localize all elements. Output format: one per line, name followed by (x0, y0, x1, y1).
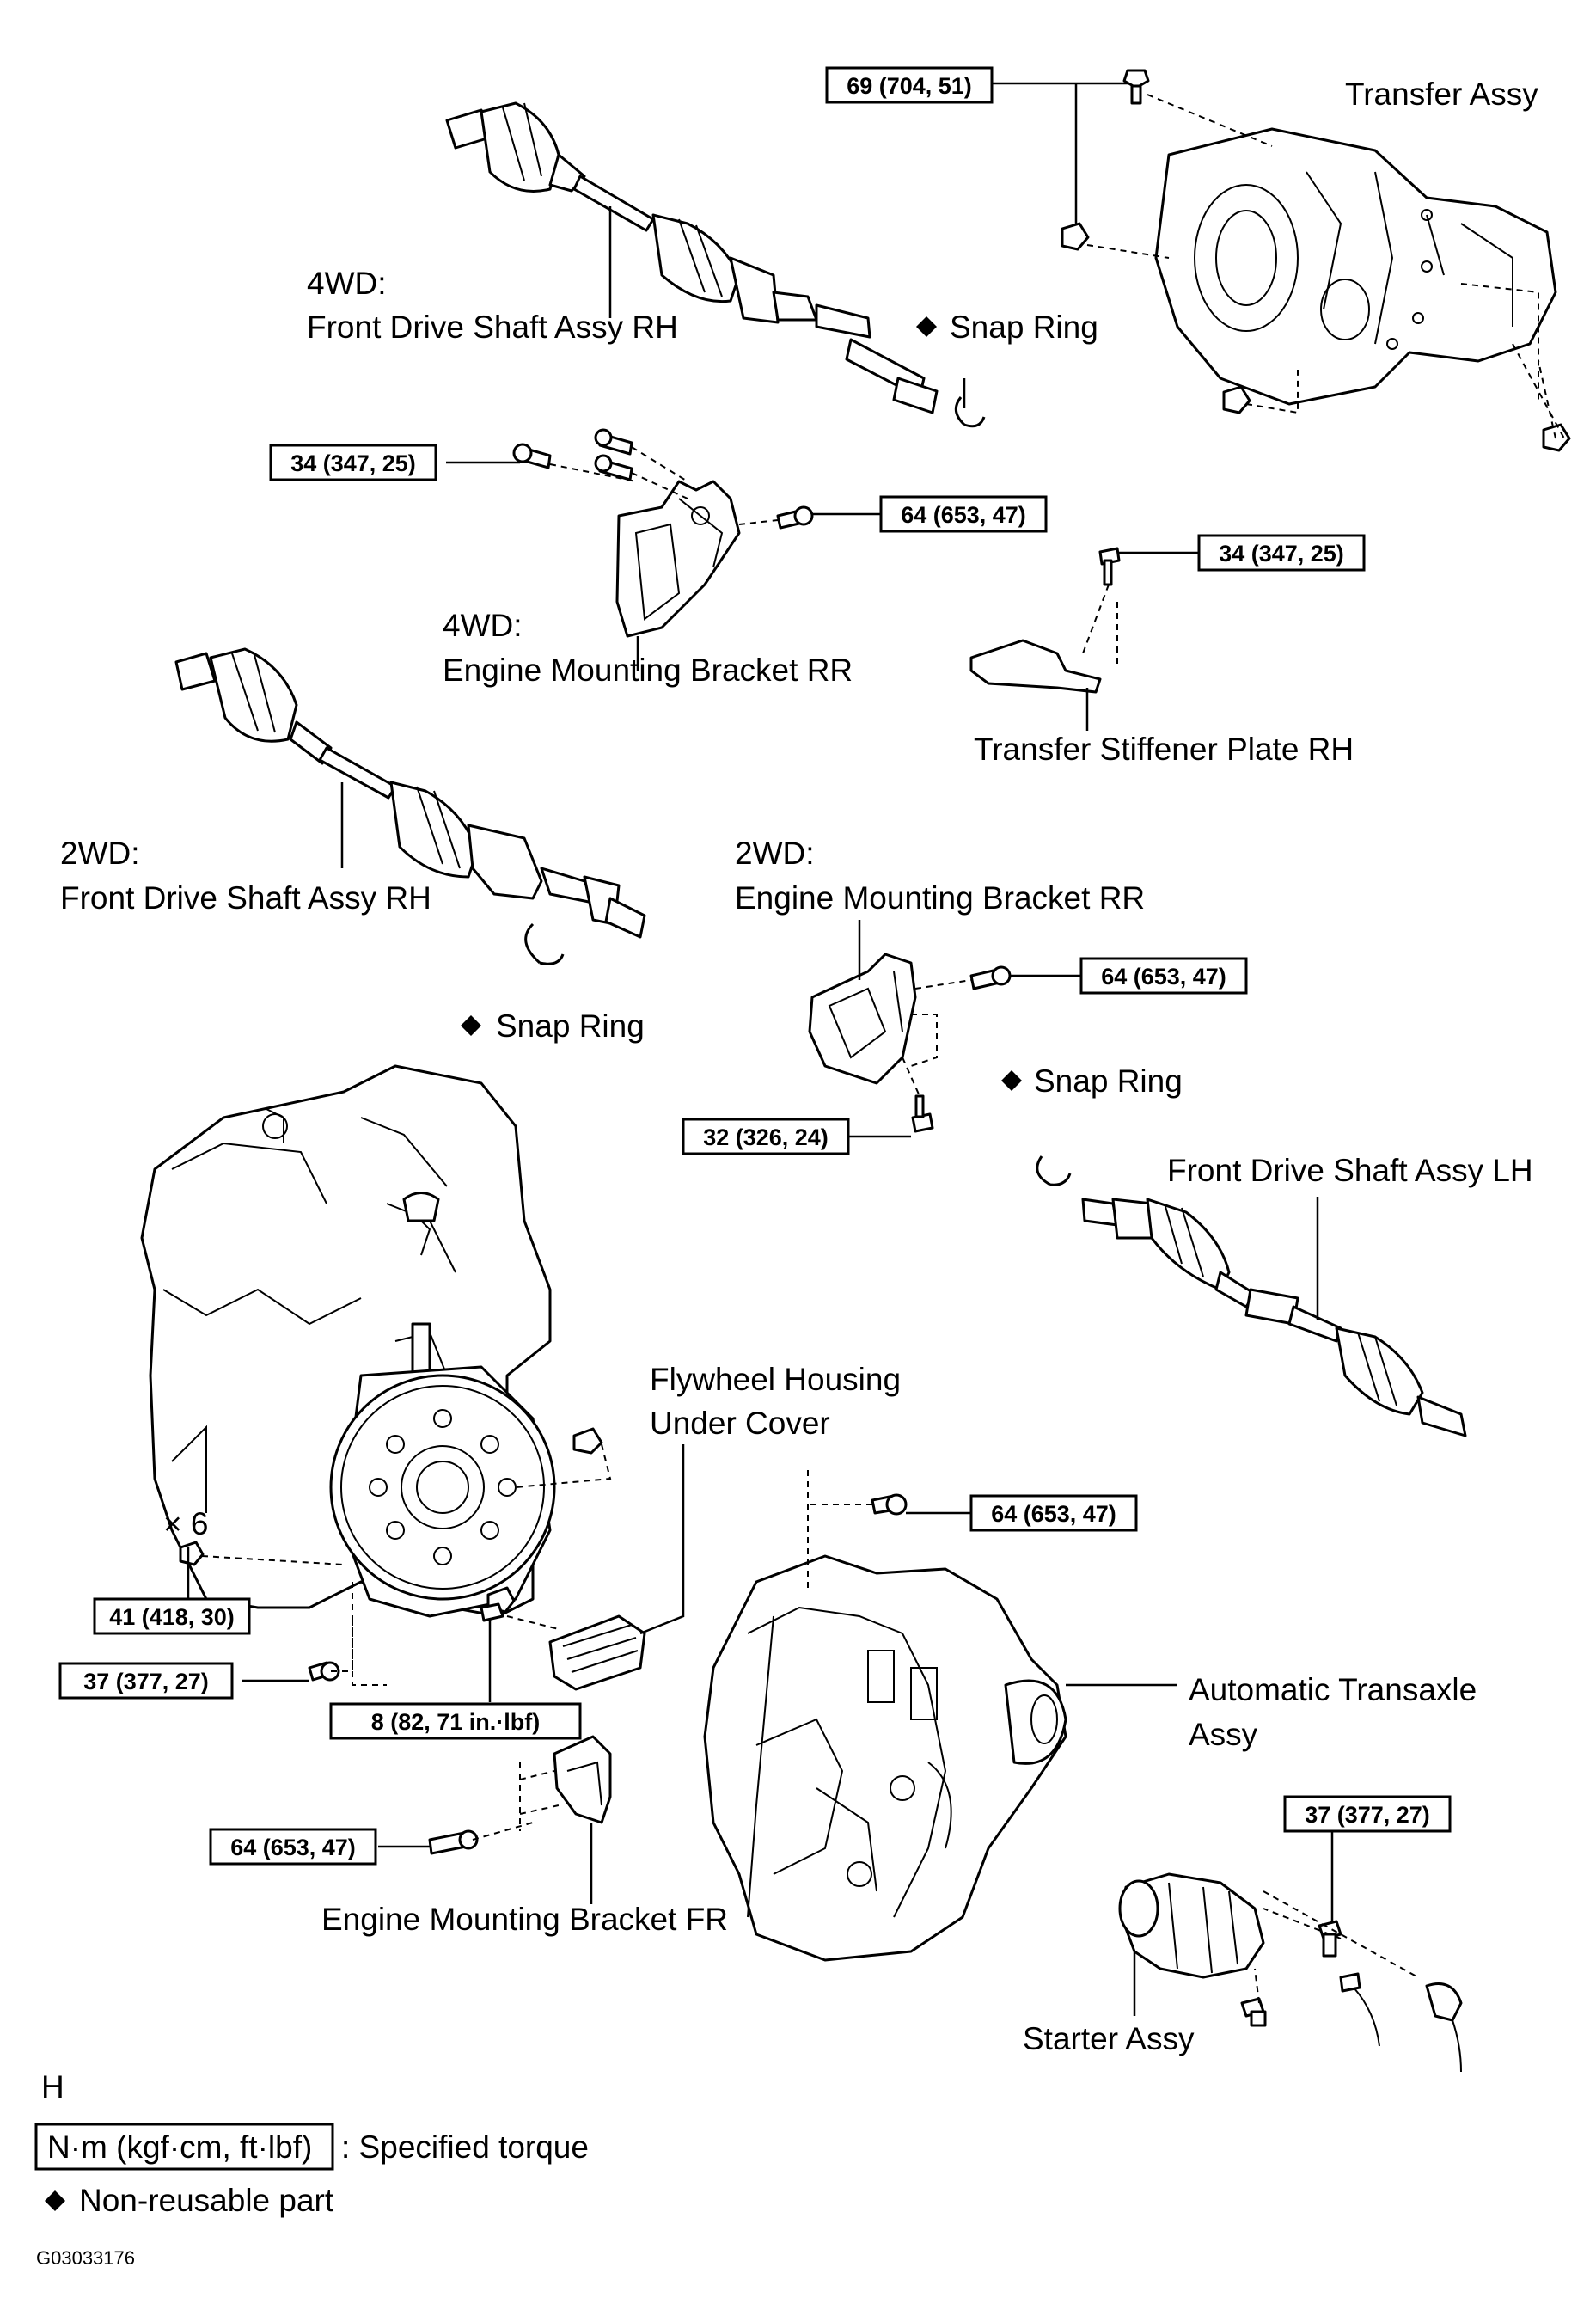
svg-text:64 (653, 47): 64 (653, 47) (901, 502, 1026, 528)
label-emb-rr-4wd-line1: 4WD: (443, 608, 523, 643)
legend-nonreusable: Non-reusable part (79, 2183, 334, 2218)
label-emb-rr-2wd-line2: Engine Mounting Bracket RR (735, 880, 1145, 916)
torque-box: 34 (347, 25) (1197, 534, 1366, 572)
label-emb-rr-2wd-line1: 2WD: (735, 836, 815, 871)
torque-box: 64 (653, 47) (209, 1828, 377, 1866)
torque-box: 37 (377, 27) (58, 1662, 234, 1700)
legend-unit-box: N·m (kgf·cm, ft·lbf) (47, 2129, 312, 2165)
svg-text:64 (653, 47): 64 (653, 47) (230, 1835, 356, 1860)
svg-text:69 (704, 51): 69 (704, 51) (847, 73, 972, 99)
label-fds-rh-2wd-line1: 2WD: (60, 836, 140, 871)
front-drive-shaft-rh-4wd-drawing (445, 101, 939, 414)
figure-id: G03033176 (36, 2247, 135, 2269)
svg-text:41 (418, 30): 41 (418, 30) (109, 1604, 235, 1630)
nonreusable-diamond-icon (461, 1015, 481, 1036)
nonreusable-diamond-icon (1001, 1070, 1022, 1091)
svg-text:8 (82, 71 in.·lbf): 8 (82, 71 in.·lbf) (371, 1709, 541, 1735)
label-fds-rh-2wd-line2: Front Drive Shaft Assy RH (60, 880, 431, 916)
label-fds-rh-4wd-line2: Front Drive Shaft Assy RH (307, 309, 678, 345)
label-flywheel-cover-line2: Under Cover (650, 1406, 830, 1441)
label-snap-ring-right: Snap Ring (1034, 1063, 1183, 1099)
torque-box: 64 (653, 47) (1079, 957, 1248, 995)
label-emb-rr-4wd-line2: Engine Mounting Bracket RR (443, 653, 853, 688)
svg-text:37 (377, 27): 37 (377, 27) (1305, 1802, 1430, 1828)
front-drive-shaft-rh-2wd-drawing (174, 647, 646, 939)
label-fds-lh: Front Drive Shaft Assy LH (1167, 1153, 1533, 1188)
torque-box: 37 (377, 27) (1283, 1795, 1452, 1833)
torque-box: 8 (82, 71 in.·lbf) (329, 1702, 582, 1740)
label-transaxle-line2: Assy (1189, 1717, 1258, 1752)
front-drive-shaft-lh-drawing (1081, 1198, 1467, 1437)
label-starter-assy: Starter Assy (1023, 2021, 1195, 2056)
transfer-bolts (1061, 69, 1571, 452)
svg-text:34 (347, 25): 34 (347, 25) (1219, 541, 1344, 567)
torque-box: 69 (704, 51) (825, 66, 994, 104)
label-snap-ring-top: Snap Ring (950, 309, 1098, 345)
transaxle-bolt (807, 1470, 908, 1590)
transfer-assy-drawing (1154, 127, 1557, 406)
torque-box: 64 (653, 47) (969, 1494, 1138, 1532)
transfer-stiffener-plate-drawing (969, 547, 1121, 694)
snap-ring-top-drawing (954, 396, 986, 428)
label-times-6: × 6 (163, 1506, 208, 1541)
label-view-h: H (41, 2069, 64, 2105)
svg-text:34 (347, 25): 34 (347, 25) (290, 450, 416, 476)
engine-mounting-bracket-fr-drawing (428, 1735, 612, 1855)
snap-ring-right-drawing (1036, 1155, 1072, 1186)
label-transaxle-line1: Automatic Transaxle (1189, 1672, 1477, 1707)
svg-text:32 (326, 24): 32 (326, 24) (703, 1124, 829, 1150)
torque-box: 41 (418, 30) (93, 1597, 251, 1635)
flywheel-housing-under-cover-drawing (548, 1614, 646, 1691)
svg-text:37 (377, 27): 37 (377, 27) (83, 1669, 209, 1694)
engine-drawing (140, 1064, 556, 1618)
snap-ring-mid-drawing (524, 922, 565, 965)
legend: N·m (kgf·cm, ft·lbf) : Specified torque … (34, 2123, 589, 2269)
label-stiffener-plate: Transfer Stiffener Plate RH (974, 732, 1354, 767)
torque-box: 32 (326, 24) (682, 1118, 850, 1155)
svg-text:64 (653, 47): 64 (653, 47) (1101, 964, 1226, 990)
engine-mounting-bracket-rr-2wd-drawing (808, 953, 1012, 1133)
torque-box: 34 (347, 25) (269, 444, 437, 481)
automatic-transaxle-drawing (703, 1554, 1067, 1962)
engine-mounting-bracket-rr-4wd-drawing (615, 480, 741, 638)
svg-text:64 (653, 47): 64 (653, 47) (991, 1501, 1116, 1527)
starter-assy-drawing (1118, 1872, 1463, 2073)
nonreusable-diamond-icon (916, 316, 937, 337)
legend-unit-text: : Specified torque (341, 2129, 589, 2165)
torque-box: 64 (653, 47) (879, 495, 1048, 533)
engine-bolts (179, 1427, 612, 1686)
label-snap-ring-mid: Snap Ring (496, 1008, 645, 1044)
label-transfer-assy: Transfer Assy (1345, 77, 1538, 112)
label-fds-rh-4wd-line1: 4WD: (307, 266, 387, 301)
label-emb-fr: Engine Mounting Bracket FR (321, 1902, 728, 1937)
emb-rr-4wd-bolts (512, 428, 814, 530)
label-flywheel-cover-line1: Flywheel Housing (650, 1362, 901, 1397)
nonreusable-diamond-icon (45, 2190, 65, 2211)
